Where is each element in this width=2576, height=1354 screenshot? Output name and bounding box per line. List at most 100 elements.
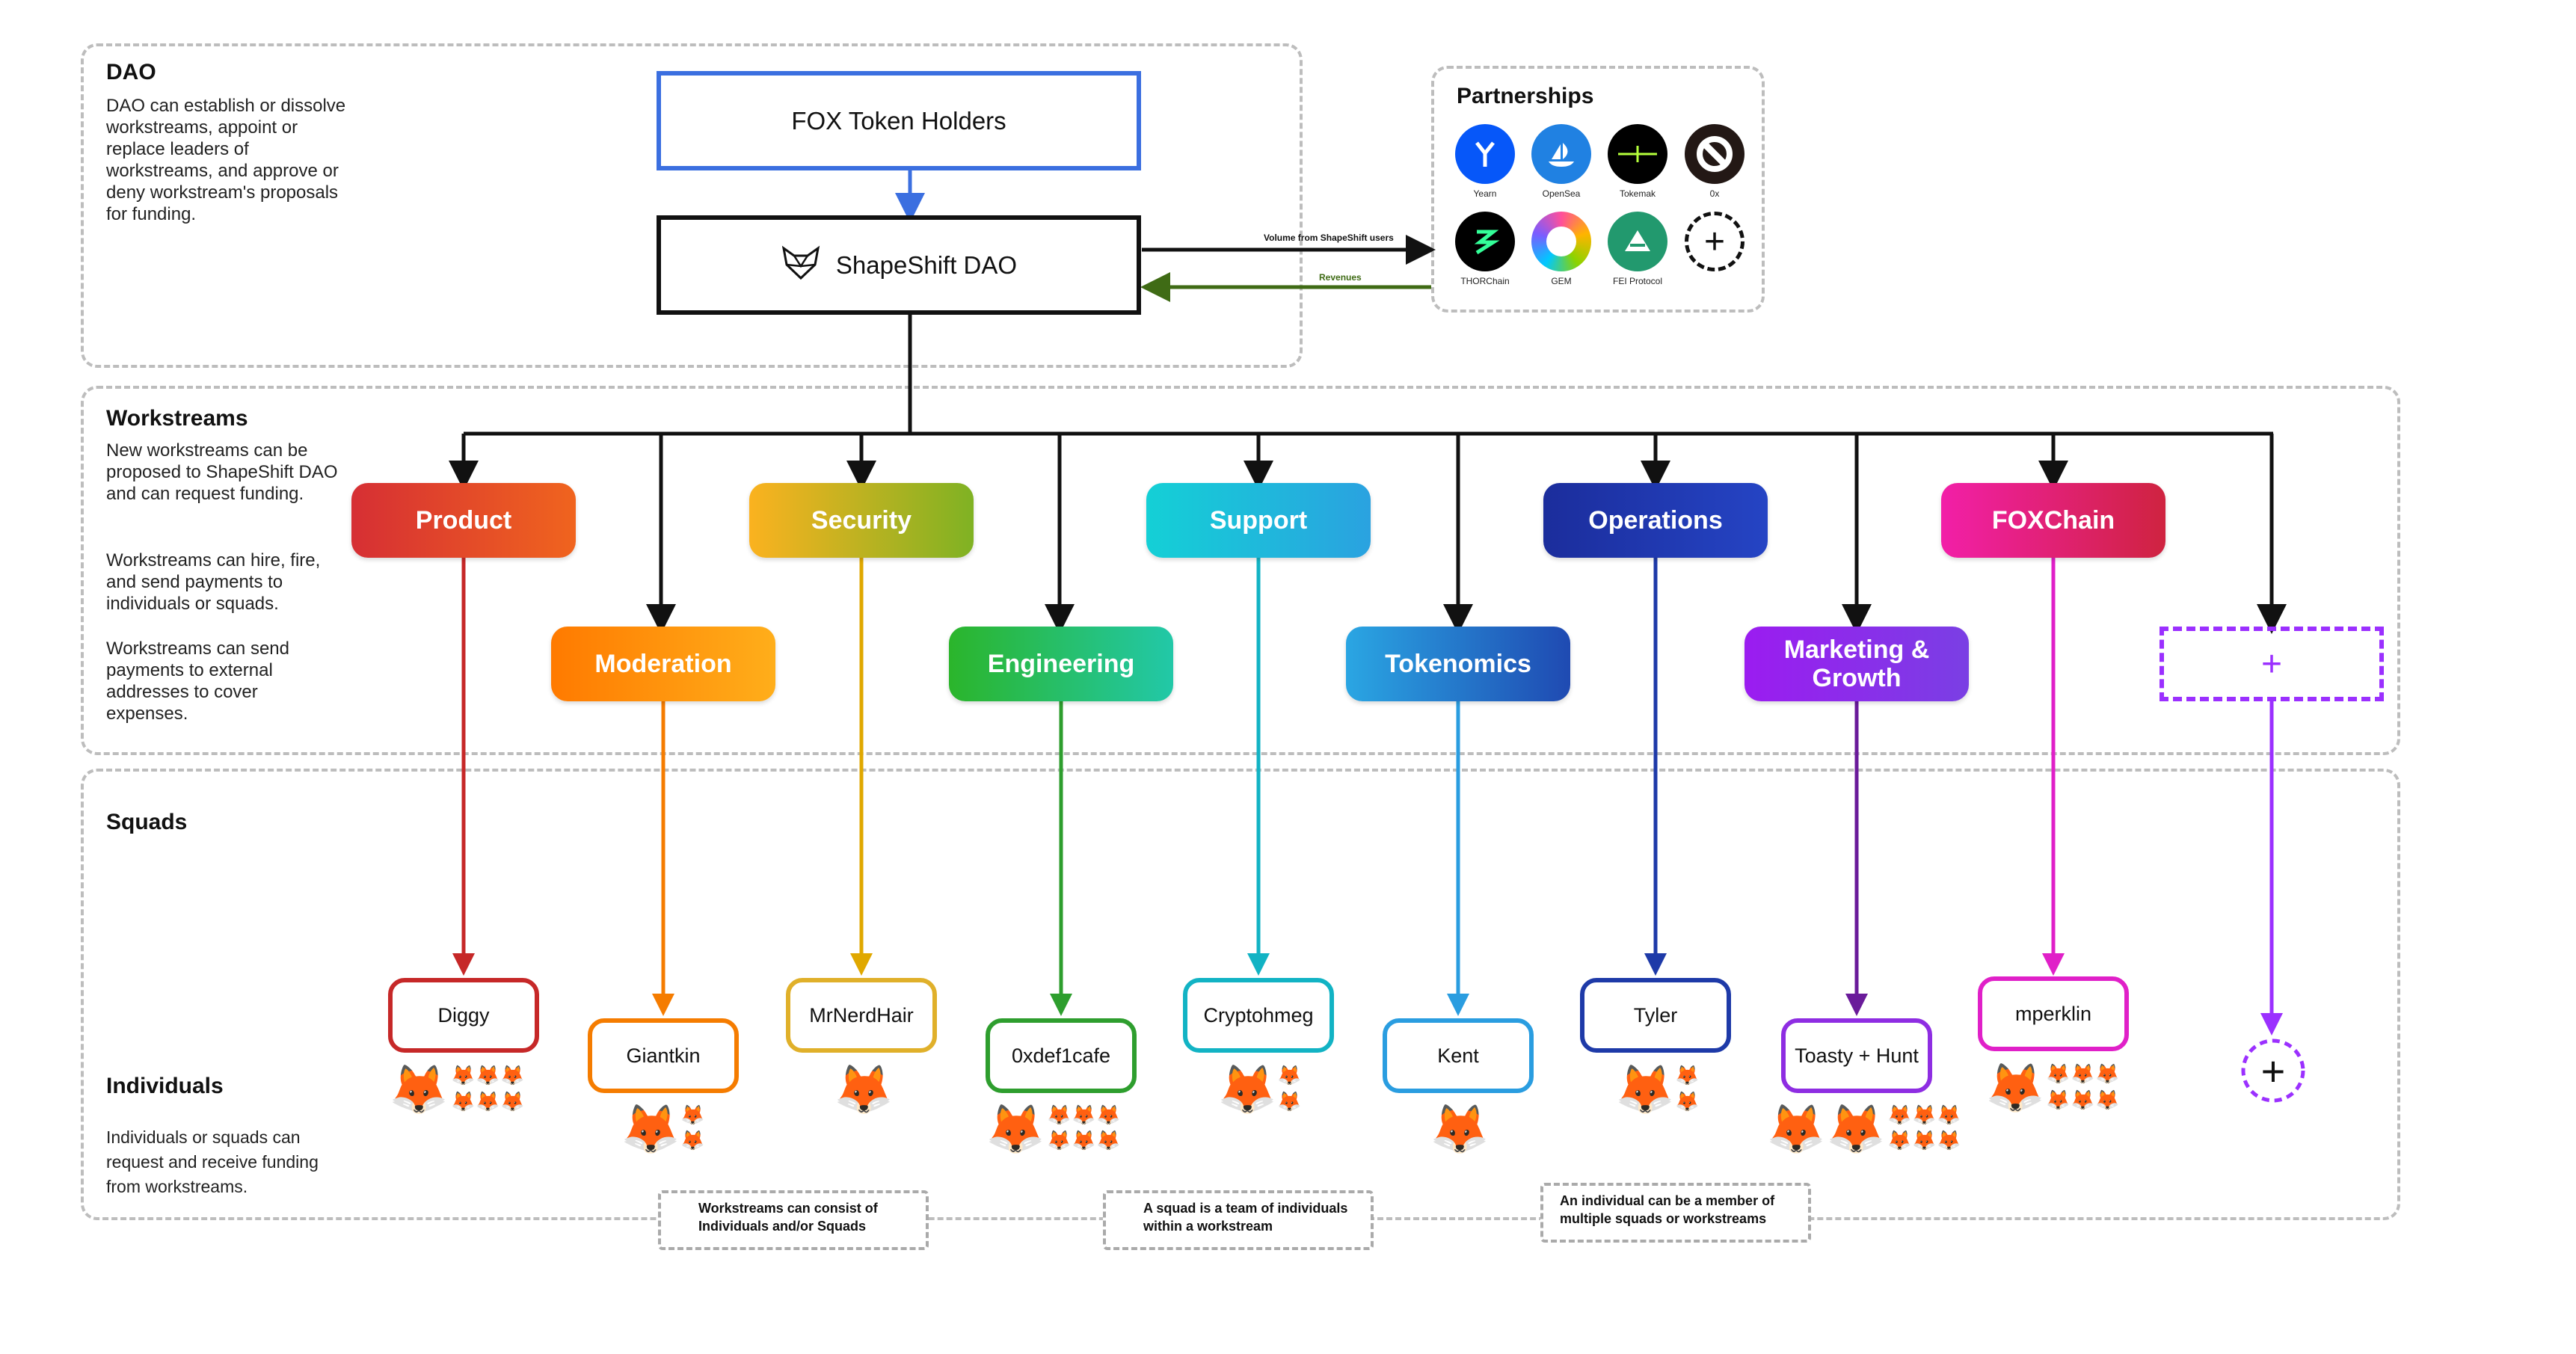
workstream-label: Support: [1209, 506, 1308, 535]
squad-label: Cryptohmeg: [1203, 1003, 1314, 1027]
shapeshift-dao-label: ShapeShift DAO: [835, 250, 1018, 279]
note-individual-membership: An individual can be a member of multipl…: [1540, 1183, 1811, 1243]
workstreams-description-1: New workstreams can be proposed to Shape…: [106, 440, 338, 504]
fox-individual-icon: 🦊: [1047, 1129, 1072, 1151]
squad-mperklin[interactable]: mperklin: [1978, 976, 2129, 1051]
squad-label: Giantkin: [626, 1044, 701, 1067]
workstream-label: FOXChain: [1991, 506, 2115, 535]
fox-individual-icon: 🦊: [2071, 1062, 2095, 1085]
squad-diggy[interactable]: Diggy: [388, 978, 539, 1053]
workstream-label: Moderation: [594, 650, 732, 678]
add-partner-icon[interactable]: +: [1685, 212, 1745, 271]
dao-description: DAO can establish or dissolve workstream…: [106, 96, 346, 224]
fox-individual-icon: 🦊: [1887, 1104, 1912, 1126]
squad-label: Tyler: [1633, 1003, 1678, 1027]
fox-individual-icon: 🦊: [1826, 1102, 1886, 1156]
squad-giantkin[interactable]: Giantkin: [588, 1018, 739, 1093]
fox-individual-icon: 🦊: [986, 1102, 1045, 1156]
workstream-support[interactable]: Support: [1146, 483, 1371, 558]
workstream-label: Operations: [1588, 506, 1723, 535]
fox-individual-icon: 🦊: [1937, 1129, 1961, 1151]
partner-label-0x: 0x: [1709, 188, 1720, 199]
workstreams-description-2: Workstreams can hire, fire, and send pay…: [106, 550, 321, 614]
squad-mrnerdhair[interactable]: MrNerdHair: [786, 978, 937, 1053]
partner-label-fei: FEI Protocol: [1612, 276, 1663, 286]
fox-individual-icon: 🦊: [1217, 1062, 1277, 1116]
workstream-operations[interactable]: Operations: [1543, 483, 1768, 558]
tokemak-icon[interactable]: [1608, 124, 1667, 184]
squad-0xdef1cafe[interactable]: 0xdef1cafe: [986, 1018, 1137, 1093]
fox-individual-icon: 🦊: [2095, 1062, 2120, 1085]
0x-icon[interactable]: [1685, 124, 1745, 184]
workstream-label: Engineering: [987, 650, 1135, 678]
fox-individual-icon: 🦊: [680, 1104, 705, 1126]
squad-toasty-hunt[interactable]: Toasty + Hunt: [1781, 1018, 1932, 1093]
fox-individual-icon: 🦊: [500, 1064, 525, 1086]
workstream-engineering[interactable]: Engineering: [949, 627, 1173, 701]
workstream-moderation[interactable]: Moderation: [551, 627, 775, 701]
fox-individual-icon: 🦊: [1912, 1104, 1937, 1126]
workstream-product[interactable]: Product: [351, 483, 576, 558]
workstream-foxchain[interactable]: FOXChain: [1941, 483, 2165, 558]
squad-label: mperklin: [2014, 1002, 2092, 1025]
fox-individual-icon: 🦊: [1675, 1064, 1700, 1086]
revenues-flow-label: Revenues: [1319, 272, 1362, 283]
fox-token-holders-label: FOX Token Holders: [791, 106, 1006, 135]
fox-individual-icon: 🦊: [2095, 1089, 2120, 1111]
shapeshift-fox-icon: [781, 242, 821, 289]
fox-individual-icon: 🦊: [2046, 1089, 2071, 1111]
individuals-title: Individuals: [106, 1074, 224, 1098]
fox-token-holders-box: FOX Token Holders: [657, 71, 1141, 170]
partner-label-opensea: OpenSea: [1542, 188, 1581, 199]
dao-title: DAO: [106, 60, 156, 84]
squad-label: Diggy: [437, 1003, 490, 1027]
add-workstream-plus: +: [2260, 644, 2283, 684]
thorchain-icon[interactable]: [1455, 212, 1515, 271]
individuals-description: Individuals or squads can request and re…: [106, 1127, 319, 1196]
fox-individual-icon: 🦊: [389, 1062, 449, 1116]
gem-icon[interactable]: [1531, 212, 1591, 271]
workstream-label: Security: [811, 506, 912, 535]
fox-individual-icon: 🦊: [1277, 1090, 1302, 1113]
yearn-icon[interactable]: [1455, 124, 1515, 184]
workstream-marketing-growth[interactable]: Marketing & Growth: [1745, 627, 1969, 701]
fox-individual-icon: 🦊: [1096, 1104, 1121, 1126]
fox-individual-icon: 🦊: [476, 1090, 500, 1113]
volume-flow-label: Volume from ShapeShift users: [1264, 233, 1394, 243]
add-workstream-button[interactable]: +: [2160, 627, 2384, 701]
fox-individual-icon: 🦊: [1072, 1129, 1096, 1151]
fox-individual-icon: 🦊: [621, 1102, 680, 1156]
add-partner-plus: +: [1703, 221, 1726, 262]
dao-section: [81, 43, 1303, 368]
note-squad-definition: A squad is a team of individuals within …: [1103, 1190, 1374, 1250]
fei-icon[interactable]: [1608, 212, 1667, 271]
fox-individual-icon: 🦊: [2071, 1089, 2095, 1111]
squad-cryptohmeg[interactable]: Cryptohmeg: [1183, 978, 1334, 1053]
workstream-tokenomics[interactable]: Tokenomics: [1346, 627, 1570, 701]
partner-label-tokemak: Tokemak: [1619, 188, 1656, 199]
add-squad-circle: [2241, 1038, 2305, 1103]
squad-label: 0xdef1cafe: [1011, 1044, 1111, 1067]
partner-label-thorchain: THORChain: [1460, 276, 1510, 286]
fox-individual-icon: 🦊: [834, 1062, 894, 1116]
fox-individual-icon: 🦊: [1912, 1129, 1937, 1151]
workstreams-section: [81, 386, 2400, 755]
fox-individual-icon: 🦊: [1887, 1129, 1912, 1151]
squad-tyler[interactable]: Tyler: [1580, 978, 1731, 1053]
fox-individual-icon: 🦊: [680, 1129, 705, 1151]
add-squad-plus[interactable]: +: [2260, 1047, 2286, 1095]
squad-label: Toasty + Hunt: [1795, 1044, 1919, 1067]
fox-individual-icon: 🦊: [1766, 1102, 1826, 1156]
fox-individual-icon: 🦊: [476, 1064, 500, 1086]
fox-individual-icon: 🦊: [1072, 1104, 1096, 1126]
workstream-label: Marketing & Growth: [1783, 636, 1930, 692]
workstream-security[interactable]: Security: [749, 483, 974, 558]
partner-label-yearn: Yearn: [1473, 188, 1497, 199]
opensea-icon[interactable]: [1531, 124, 1591, 184]
workstreams-description-3: Workstreams can send payments to externa…: [106, 638, 289, 724]
partner-label-gem: GEM: [1551, 276, 1572, 286]
fox-individual-icon: 🦊: [500, 1090, 525, 1113]
squad-kent[interactable]: Kent: [1383, 1018, 1534, 1093]
fox-individual-icon: 🦊: [2046, 1062, 2071, 1085]
